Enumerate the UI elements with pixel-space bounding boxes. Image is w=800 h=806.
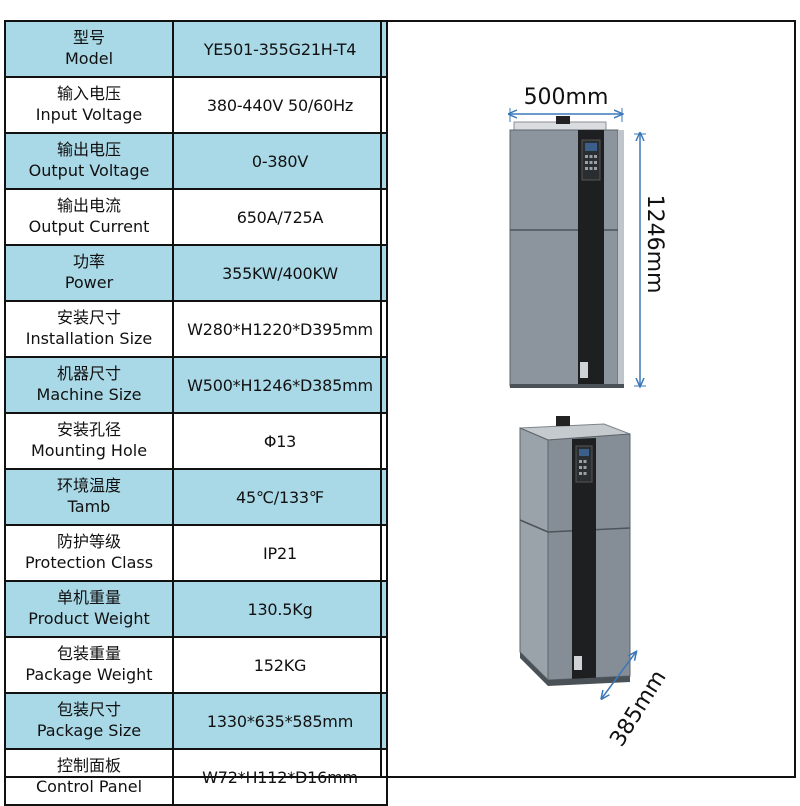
spec-label-en: Model [64,49,114,68]
spec-row: 安装尺寸 Installation Size W280*H1220*D395mm [4,300,388,358]
spec-row: 单机重量 Product Weight 130.5Kg [4,580,388,638]
spec-label-en: Machine Size [36,385,142,404]
warning-label [580,362,588,378]
spec-row: 型号 Model YE501-355G21H-T4 [4,20,388,78]
spec-row: 控制面板 Control Panel W72*H112*D16mm [4,748,388,806]
spec-label-en: Installation Size [25,329,153,348]
spec-label-zh: 型号 [72,28,105,47]
cabinet-left-face [519,427,549,682]
cabinet-side-edge [618,130,624,386]
spec-label-cell: 包装尺寸 Package Size [4,692,174,750]
column-divider [380,20,382,778]
spec-label-cell: 控制面板 Control Panel [4,748,174,806]
spec-label-en: Product Weight [28,609,150,628]
spec-label-zh: 输入电压 [56,84,121,103]
spec-label-zh: 包装重量 [56,644,121,663]
spec-label-zh: 防护等级 [56,532,121,551]
spec-label-zh: 单机重量 [56,588,121,607]
spec-label-en: Package Size [36,721,142,740]
spec-value-cell: 45℃/133℉ [172,468,388,526]
spec-label-cell: 单机重量 Product Weight [4,580,174,638]
spec-label-cell: 防护等级 Protection Class [4,524,174,582]
spec-label-en: Protection Class [24,553,154,572]
lifting-eye [556,116,570,124]
spec-table: 型号 Model YE501-355G21H-T4 输入电压 Input Voltage… [4,20,388,806]
width-dimension: 500mm [510,85,622,122]
spec-label-cell: 型号 Model [4,20,174,78]
spec-label-en: Mounting Hole [30,441,148,460]
spec-value-cell: 650A/725A [172,188,388,246]
spec-label-zh: 控制面板 [56,756,121,775]
spec-value-cell: W280*H1220*D395mm [172,300,388,358]
spec-row: 包装重量 Package Weight 152KG [4,636,388,694]
spec-label-cell: 安装尺寸 Installation Size [4,300,174,358]
spec-label-cell: 环境温度 Tamb [4,468,174,526]
control-panel-keys [585,155,597,170]
spec-value-cell: 355KW/400KW [172,244,388,302]
spec-label-cell: 输入电压 Input Voltage [4,76,174,134]
spec-value-cell: W72*H112*D16mm [172,748,388,806]
spec-label-zh: 安装孔径 [56,420,121,439]
height-dimension-label: 1246mm [642,195,667,294]
control-panel-display-3d [579,449,589,456]
spec-value-cell: YE501-355G21H-T4 [172,20,388,78]
spec-row: 输出电压 Output Voltage 0-380V [4,132,388,190]
spec-label-cell: 输出电压 Output Voltage [4,132,174,190]
black-strip-3d [572,438,596,679]
cabinet-perspective-view [519,416,631,686]
lifting-eye-3d [556,416,570,426]
warning-label-3d [574,656,582,670]
cabinet-front-view [509,116,624,388]
spec-row: 环境温度 Tamb 45℃/133℉ [4,468,388,526]
spec-label-cell: 功率 Power [4,244,174,302]
spec-label-zh: 环境温度 [56,476,121,495]
spec-label-en: Package Weight [25,665,153,684]
spec-label-zh: 机器尺寸 [56,364,121,383]
spec-value-cell: 152KG [172,636,388,694]
spec-value-cell: W500*H1246*D385mm [172,356,388,414]
control-panel-display [585,143,597,151]
spec-row: 防护等级 Protection Class IP21 [4,524,388,582]
spec-label-zh: 功率 [72,252,105,271]
spec-label-en: Power [64,273,114,292]
cabinet-base [510,384,624,388]
spec-label-zh: 输出电流 [56,196,121,215]
spec-label-en: Output Current [28,217,150,236]
spec-row: 包装尺寸 Package Size 1330*635*585mm [4,692,388,750]
spec-label-cell: 安装孔径 Mounting Hole [4,412,174,470]
spec-label-cell: 机器尺寸 Machine Size [4,356,174,414]
spec-label-en: Control Panel [35,777,143,796]
product-drawing: 500mm 1246mm [382,85,672,751]
spec-label-en: Input Voltage [35,105,143,124]
spec-label-zh: 输出电压 [56,140,121,159]
spec-value-cell: 130.5Kg [172,580,388,638]
width-dimension-label: 500mm [524,85,609,110]
spec-label-cell: 输出电流 Output Current [4,188,174,246]
spec-label-cell: 包装重量 Package Weight [4,636,174,694]
spec-label-en: Tamb [67,497,111,516]
spec-value-cell: Φ13 [172,412,388,470]
spec-table-body: 型号 Model YE501-355G21H-T4 输入电压 Input Voltage… [4,20,388,806]
spec-value-cell: 1330*635*585mm [172,692,388,750]
spec-row: 输出电流 Output Current 650A/725A [4,188,388,246]
height-dimension: 1246mm [634,134,667,386]
spec-value-cell: 380-440V 50/60Hz [172,76,388,134]
spec-row: 功率 Power 355KW/400KW [4,244,388,302]
spec-value-cell: 0-380V [172,132,388,190]
spec-row: 输入电压 Input Voltage 380-440V 50/60Hz [4,76,388,134]
spec-row: 安装孔径 Mounting Hole Φ13 [4,412,388,470]
spec-label-zh: 包装尺寸 [56,700,121,719]
spec-row: 机器尺寸 Machine Size W500*H1246*D385mm [4,356,388,414]
spec-label-zh: 安装尺寸 [56,308,121,327]
spec-label-en: Output Voltage [28,161,150,180]
spec-value-cell: IP21 [172,524,388,582]
product-drawing-panel: 500mm 1246mm [382,22,794,776]
